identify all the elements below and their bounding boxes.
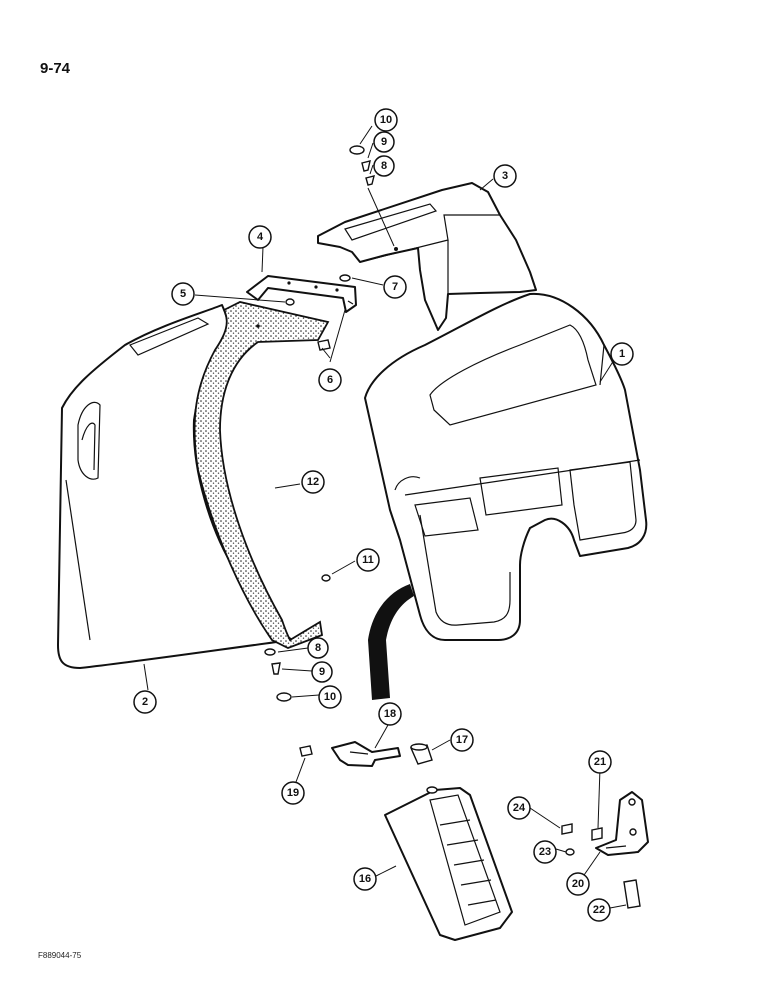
callout-1: 1 — [610, 342, 634, 366]
callout-24: 24 — [507, 796, 531, 820]
callout-9-top: 9 — [373, 131, 395, 153]
page-number: 9-74 — [40, 60, 71, 77]
callout-23: 23 — [533, 840, 557, 864]
callout-label: 20 — [572, 878, 584, 890]
dash-housing — [364, 292, 648, 641]
callout-label: 8 — [381, 160, 387, 172]
callout-label: 4 — [257, 231, 264, 243]
callout-21: 21 — [588, 750, 612, 774]
wiring-harness — [368, 584, 414, 700]
louvered-housing — [384, 786, 513, 941]
callout-10-top: 10 — [374, 108, 398, 132]
callout-label: 23 — [539, 846, 551, 858]
callout-label: 16 — [359, 873, 371, 885]
callout-7: 7 — [383, 275, 407, 299]
leader-lines — [143, 125, 627, 909]
callout-label: 17 — [456, 734, 468, 746]
callout-16: 16 — [353, 867, 377, 891]
callout-label: 18 — [384, 708, 396, 720]
callout-6: 6 — [318, 368, 342, 392]
callout-label: 9 — [381, 136, 387, 148]
mounting-bracket — [246, 275, 357, 313]
callout-label: 10 — [380, 114, 392, 126]
callout-3: 3 — [493, 164, 517, 188]
hardware — [264, 145, 641, 909]
callout-label: 11 — [362, 554, 374, 566]
callout-8-bottom: 8 — [307, 637, 329, 659]
callout-label: 7 — [392, 281, 398, 293]
callout-label: 3 — [502, 170, 508, 182]
clip — [331, 741, 401, 767]
callout-5: 5 — [171, 282, 195, 306]
callout-label: 12 — [307, 476, 319, 488]
foam-seal — [193, 301, 330, 649]
grommet — [410, 743, 433, 765]
callout-17: 17 — [450, 728, 474, 752]
callout-4: 4 — [248, 225, 272, 249]
callout-12: 12 — [301, 470, 325, 494]
callout-label: 2 — [142, 696, 148, 708]
callout-label: 9 — [319, 666, 325, 678]
callout-label: 8 — [315, 642, 321, 654]
callout-label: 19 — [287, 787, 299, 799]
callout-label: 22 — [593, 904, 605, 916]
callout-11: 11 — [356, 548, 380, 572]
callout-8-top: 8 — [373, 155, 395, 177]
side-bracket — [595, 791, 649, 856]
figure-code: F889044-75 — [38, 951, 82, 960]
callout-2: 2 — [133, 690, 157, 714]
callout-label: 24 — [513, 802, 526, 814]
callout-label: 5 — [180, 288, 186, 300]
callout-label: 21 — [594, 756, 606, 768]
upper-rear-cowl — [317, 182, 537, 331]
callout-label: 6 — [327, 374, 333, 386]
callout-18: 18 — [378, 702, 402, 726]
callout-20: 20 — [566, 872, 590, 896]
callout-9-bottom: 9 — [311, 661, 333, 683]
callout-22: 22 — [587, 898, 611, 922]
callout-19: 19 — [281, 781, 305, 805]
callout-label: 1 — [619, 348, 625, 360]
callout-label: 10 — [324, 691, 336, 703]
callout-10-bottom: 10 — [318, 685, 342, 709]
